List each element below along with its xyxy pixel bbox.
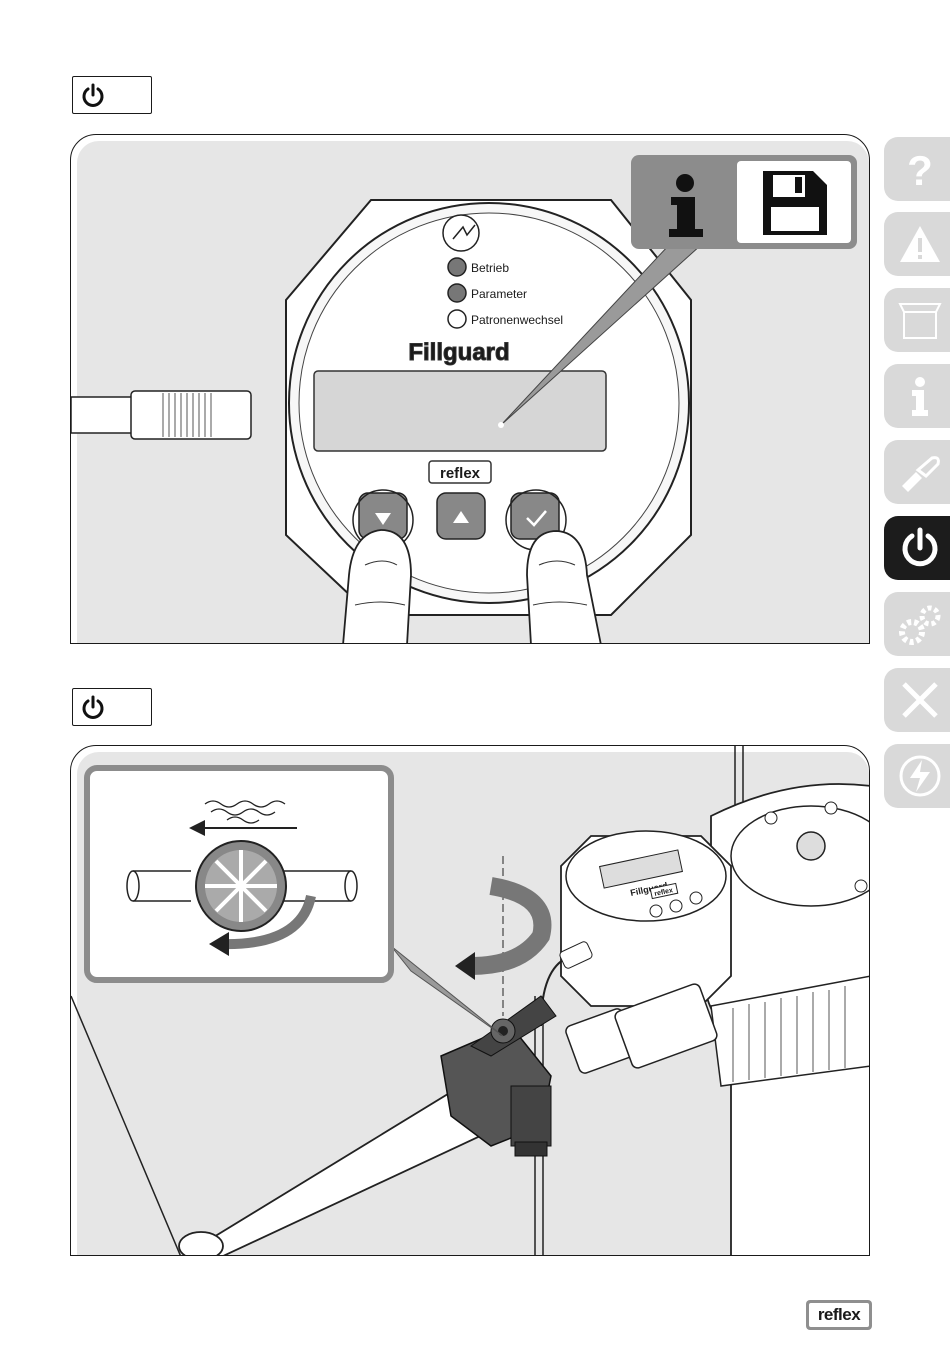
led-label-patronenwechsel: Patronenwechsel <box>471 313 563 327</box>
tab-electrical[interactable] <box>884 744 950 808</box>
footer-logo-text: reflex <box>809 1303 869 1327</box>
tab-box[interactable] <box>884 288 950 352</box>
power-icon <box>898 526 942 570</box>
info-icon <box>898 374 942 418</box>
box-icon <box>898 298 942 342</box>
step1-illustration-panel: Betrieb Parameter Patronenwechsel Fillgu… <box>70 134 870 644</box>
footer-reflex-logo: reflex <box>806 1300 872 1330</box>
question-icon: ? <box>898 147 942 191</box>
step2-illustration-panel: Fillguard reflex <box>70 745 870 1256</box>
gears-icon <box>898 602 942 646</box>
tab-power[interactable] <box>884 516 950 580</box>
valve-installation-illustration: Fillguard reflex <box>71 746 870 1256</box>
led-label-parameter: Parameter <box>471 287 527 301</box>
tab-warning[interactable] <box>884 212 950 276</box>
fillguard-device-illustration: Betrieb Parameter Patronenwechsel Fillgu… <box>71 135 870 644</box>
tools-icon <box>898 678 942 722</box>
tab-maintenance[interactable] <box>884 440 950 504</box>
led-label-betrieb: Betrieb <box>471 261 509 275</box>
device-logo-text: reflex <box>440 465 481 482</box>
tab-info[interactable] <box>884 364 950 428</box>
step2-power-badge <box>72 688 152 726</box>
step1-power-badge <box>72 76 152 114</box>
warning-icon <box>898 222 942 266</box>
impeller-icon <box>196 841 286 931</box>
tab-settings[interactable] <box>884 592 950 656</box>
svg-text:?: ? <box>907 147 933 191</box>
wrench-hand-icon <box>898 450 942 494</box>
tab-question[interactable]: ? <box>884 137 950 201</box>
save-disk-icon <box>763 171 827 235</box>
power-icon <box>79 694 107 722</box>
tab-tools[interactable] <box>884 668 950 732</box>
power-icon <box>79 82 107 110</box>
lightning-icon <box>898 754 942 798</box>
device-brand-name: Fillguard <box>408 339 509 366</box>
